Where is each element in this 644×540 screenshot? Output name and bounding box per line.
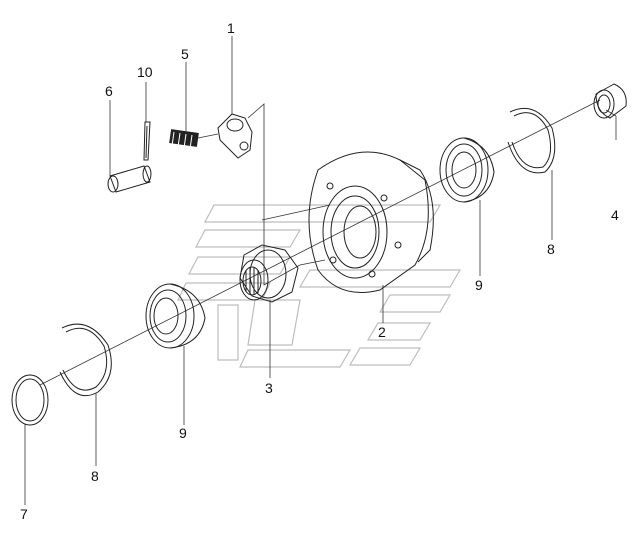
callout-7: 7 bbox=[20, 506, 28, 522]
callout-2: 2 bbox=[378, 324, 386, 340]
assembly-guide-lines bbox=[247, 103, 331, 286]
ring-part-7 bbox=[11, 374, 49, 426]
callout-labels: 1 5 10 6 4 8 9 2 3 9 8 7 bbox=[20, 20, 619, 522]
watermark-logo bbox=[177, 204, 462, 368]
callout-10: 10 bbox=[137, 64, 153, 80]
callout-9-right: 9 bbox=[475, 277, 483, 293]
split-pin-part-10 bbox=[143, 121, 151, 161]
callout-4: 4 bbox=[611, 207, 619, 223]
callout-1: 1 bbox=[227, 20, 235, 36]
latch-part-1 bbox=[217, 113, 253, 159]
callout-3: 3 bbox=[265, 380, 273, 396]
leader-lines bbox=[24, 36, 617, 505]
pin-part-6 bbox=[107, 165, 152, 193]
callout-9-left: 9 bbox=[179, 425, 187, 441]
callout-5: 5 bbox=[181, 46, 189, 62]
assembly-axis-line bbox=[39, 99, 601, 386]
bushing-part-4 bbox=[593, 83, 627, 119]
callout-8-left: 8 bbox=[91, 468, 99, 484]
bearing-part-9-left bbox=[145, 283, 206, 349]
hub-part-2 bbox=[308, 151, 434, 293]
callout-8-right: 8 bbox=[547, 241, 555, 257]
snap-ring-part-8-right bbox=[507, 108, 556, 174]
callout-6: 6 bbox=[105, 83, 113, 99]
spring-part-5 bbox=[169, 129, 219, 150]
nut-part-3 bbox=[239, 244, 299, 303]
bearing-part-9-right bbox=[439, 137, 495, 203]
snap-ring-part-8-left bbox=[59, 323, 112, 397]
